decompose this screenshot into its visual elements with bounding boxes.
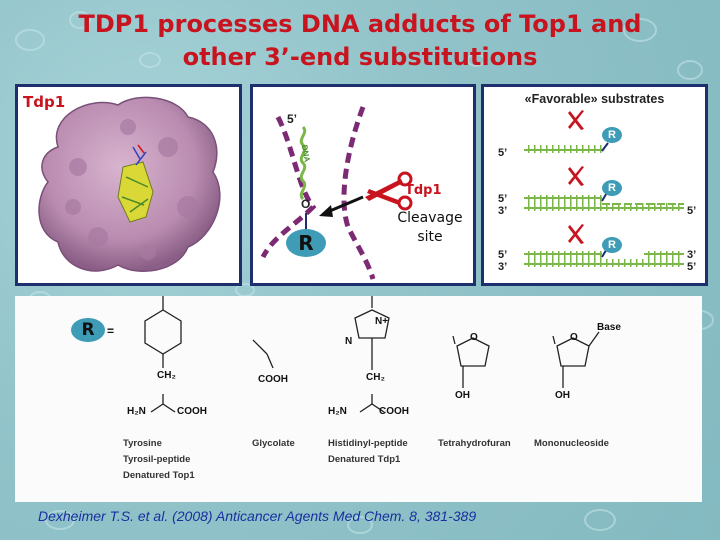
title-line-1: TDP1 processes DNA adducts of Top1 and — [78, 10, 642, 38]
tdp1-enzyme-label: Tdp1 — [405, 183, 442, 198]
dna-strand — [299, 125, 307, 201]
three-prime-2: 3’ — [498, 205, 508, 217]
caption-histidinyl: Histidinyl-peptide Denatured Tdp1 — [328, 436, 408, 468]
caption-histidinyl-1: Histidinyl-peptide — [328, 438, 408, 449]
three-prime-3: 3’ — [498, 261, 508, 273]
r-badge-1: R — [602, 127, 622, 143]
r-badge-2: R — [602, 180, 622, 196]
caption-histidinyl-2: Denatured Tdp1 — [328, 454, 401, 465]
substrate-diagrams — [524, 110, 684, 267]
r-adduct-badge: R — [286, 229, 326, 257]
caption-thf: Tetrahydrofuran — [438, 438, 511, 449]
tyrosine-cooh: COOH — [177, 406, 207, 417]
caption-mononucleoside: Mononucleoside — [534, 438, 609, 449]
caption-tyrosine-1: Tyrosine — [123, 438, 162, 449]
oxygen-label: O — [301, 197, 311, 211]
caption-glycolate: Glycolate — [252, 438, 295, 449]
substrates-title: «Favorable» substrates — [524, 92, 665, 106]
dna-bottom-2 — [524, 203, 684, 211]
r-group-badge: R — [71, 318, 105, 342]
histidinyl-n-plus: N+ — [375, 316, 389, 327]
cleavage-site-label: Cleavage site — [389, 209, 471, 247]
five-prime-2: 5’ — [498, 193, 508, 205]
five-prime-3-right: 5’ — [687, 261, 697, 273]
histidinyl-ch2: CH₂ — [366, 372, 385, 383]
nucleoside-oh: OH — [555, 390, 570, 401]
three-prime-3-right: 3’ — [687, 249, 697, 261]
slide-title: TDP1 processes DNA adducts of Top1 and o… — [0, 8, 720, 74]
five-prime-2-right: 5’ — [687, 205, 697, 217]
dashed-strand-right — [341, 106, 376, 280]
tdp1-label: Tdp1 — [23, 93, 66, 111]
favorable-substrates-panel: «Favorable» substrates — [481, 84, 708, 286]
mechanism-diagram — [260, 106, 413, 280]
histidinyl-n: N — [345, 336, 353, 347]
caption-tyrosine-3: Denatured Top1 — [123, 470, 195, 481]
histidinyl-h2n: H₂N — [328, 406, 347, 417]
nucleoside-oxygen: O — [570, 332, 578, 343]
citation: Dexheimer T.S. et al. (2008) Anticancer … — [38, 508, 477, 524]
nucleoside-base: Base — [597, 322, 621, 333]
r-badge-3: R — [602, 237, 622, 253]
scissors-icon-1 — [568, 110, 584, 130]
histidinyl-cooh: COOH — [379, 406, 409, 417]
five-prime-1: 5’ — [498, 147, 508, 159]
glycolate-cooh: COOH — [258, 374, 288, 385]
equals-sign: = — [107, 324, 115, 338]
thf-oh: OH — [455, 390, 470, 401]
five-prime-label: 5’ — [287, 112, 298, 126]
dna-bottom-3 — [524, 259, 684, 267]
ss-dna-1 — [524, 145, 602, 153]
tyrosine-ch2: CH₂ — [157, 370, 176, 381]
cleavage-line-1: Cleavage — [397, 210, 463, 226]
r-group-structures-panel: R = — [15, 296, 702, 502]
five-prime-3: 5’ — [498, 249, 508, 261]
cleavage-mechanism-panel: 5’ DNA O R Tdp1 Cleavage site — [250, 84, 476, 286]
dna-top-2 — [524, 195, 602, 203]
dna-top-3 — [524, 251, 602, 259]
tdp1-protein-surface — [38, 96, 221, 272]
scissors-icon-3 — [568, 224, 584, 244]
thf-oxygen: O — [470, 332, 478, 343]
tyrosine-h2n: H₂N — [127, 406, 146, 417]
scissors-icon — [365, 171, 413, 211]
cleavage-line-2: site — [417, 229, 443, 245]
scissors-icon-2 — [568, 166, 584, 186]
caption-tyrosine-2: Tyrosil-peptide — [123, 454, 191, 465]
protein-structure-panel: Tdp1 — [15, 84, 242, 286]
chemical-structures — [144, 296, 600, 413]
title-line-2: other 3’-end substitutions — [182, 43, 538, 71]
dashed-strand-left — [260, 115, 317, 259]
caption-tyrosine: Tyrosine Tyrosil-peptide Denatured Top1 — [123, 436, 195, 484]
